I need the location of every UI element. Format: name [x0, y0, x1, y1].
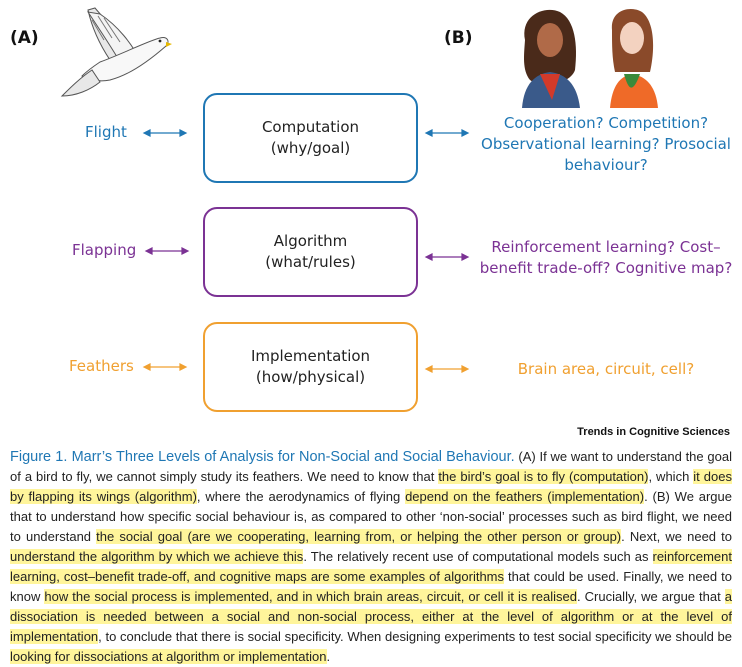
caption-text: . (B) We argue that to understand how sp…	[10, 489, 733, 544]
left-label-feathers: Feathers	[69, 357, 134, 375]
caption-text: . The relatively recent use of computati…	[303, 549, 653, 564]
right-text-algorithm: Reinforcement learning? Cost– benefit tr…	[470, 237, 742, 279]
arrows-row-1	[142, 129, 470, 137]
left-label-flight: Flight	[85, 123, 127, 141]
caption-text: , where the aerodynamics of flying	[196, 489, 406, 504]
caption-text: .	[326, 649, 331, 664]
caption-body: (A) If we want to understand the goal of…	[10, 449, 732, 664]
caption-text: . Crucially, we argue that	[576, 589, 725, 604]
right-line: Reinforcement learning? Cost–	[491, 238, 721, 256]
caption-text: . Next, we need to	[621, 529, 733, 544]
right-line: Brain area, circuit, cell?	[517, 360, 695, 378]
right-line: Cooperation? Competition?	[503, 114, 709, 132]
journal-credit: Trends in Cognitive Sciences	[577, 426, 730, 438]
panel-label-b: (B)	[444, 28, 473, 48]
box-algorithm-title: Algorithm	[273, 232, 348, 250]
right-text-computation: Cooperation? Competition? Observational …	[470, 113, 742, 176]
right-line: benefit trade-off? Cognitive map?	[479, 259, 733, 277]
caption-highlight: how the social process is implemented, a…	[44, 589, 577, 604]
caption-highlight: looking for dissociations at algorithm o…	[10, 649, 327, 664]
caption-title: Figure 1. Marr’s Three Levels of Analysi…	[10, 449, 515, 465]
arrows-row-3	[142, 363, 470, 373]
box-algorithm: Algorithm (what/rules)	[203, 207, 418, 297]
caption-highlight: the bird’s goal is to fly (computation)	[438, 469, 649, 484]
caption-text: , to conclude that there is social speci…	[98, 629, 732, 644]
left-label-flapping: Flapping	[72, 241, 137, 259]
box-implementation-subtitle: (how/physical)	[255, 368, 366, 386]
box-implementation: Implementation (how/physical)	[203, 322, 418, 412]
right-text-implementation: Brain area, circuit, cell?	[470, 359, 742, 380]
box-computation: Computation (why/goal)	[203, 93, 418, 183]
dove-icon	[60, 7, 172, 97]
caption-text: (A) If we want to understand the goal of…	[10, 449, 732, 484]
figure-caption: Figure 1. Marr’s Three Levels of Analysi…	[10, 447, 732, 667]
box-computation-title: Computation	[261, 118, 360, 136]
box-implementation-title: Implementation	[250, 347, 371, 365]
box-algorithm-subtitle: (what/rules)	[265, 253, 356, 271]
two-people-icon	[522, 9, 658, 108]
arrows-row-2	[144, 247, 470, 261]
right-line: Observational learning? Prosocial	[481, 135, 731, 153]
caption-text: , which	[648, 469, 694, 484]
caption-text: that could be used. Finally, we need to …	[10, 569, 732, 604]
right-line: behaviour?	[564, 156, 648, 174]
caption-highlight: depend on the feathers (implementation)	[405, 489, 645, 504]
panel-label-a: (A)	[10, 28, 39, 48]
box-computation-subtitle: (why/goal)	[270, 139, 351, 157]
caption-highlight: the social goal (are we cooperating, lea…	[96, 529, 622, 544]
caption-highlight: understand the algorithm by which we ach…	[10, 549, 304, 564]
